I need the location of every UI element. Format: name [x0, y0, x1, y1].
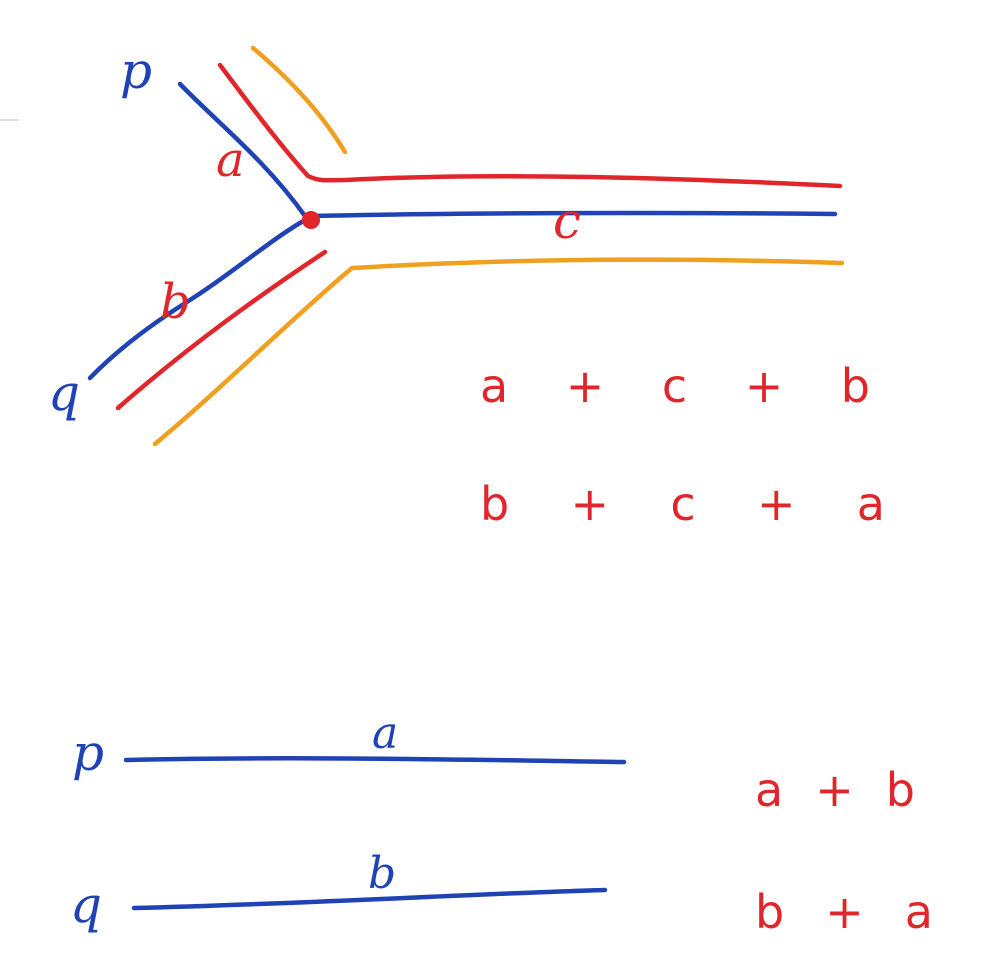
segment-a-line-bottom: [123, 756, 627, 765]
label-c-top: c: [553, 192, 581, 250]
junction-diagram: p q a b c a + c + b b + c + a: [48, 42, 885, 531]
red-path-top: [217, 62, 843, 189]
orange-path-bottom: [152, 257, 845, 447]
label-b-top: b: [160, 274, 191, 330]
junction-point: [302, 211, 320, 229]
label-a-top: a: [216, 132, 245, 188]
label-p-bottom: p: [72, 724, 104, 782]
equation-4: b + a: [755, 885, 933, 939]
label-b-bottom: b: [368, 848, 396, 899]
equation-1: a + c + b: [480, 359, 870, 413]
segment-c-line: [309, 210, 838, 219]
equation-3: a + b: [755, 763, 915, 817]
segment-b-line: [87, 217, 308, 381]
orange-path-top: [250, 45, 348, 155]
label-q-top: q: [48, 364, 80, 422]
label-q-bottom: q: [70, 876, 102, 934]
label-a-bottom: a: [372, 708, 398, 759]
red-path-bottom: [115, 249, 328, 411]
label-p-top: p: [120, 42, 152, 100]
segment-a-line: [177, 81, 308, 219]
parallel-diagram: p q a b a + b b + a: [70, 708, 933, 939]
segment-b-line-bottom: [131, 887, 608, 911]
equation-2: b + c + a: [480, 477, 885, 531]
